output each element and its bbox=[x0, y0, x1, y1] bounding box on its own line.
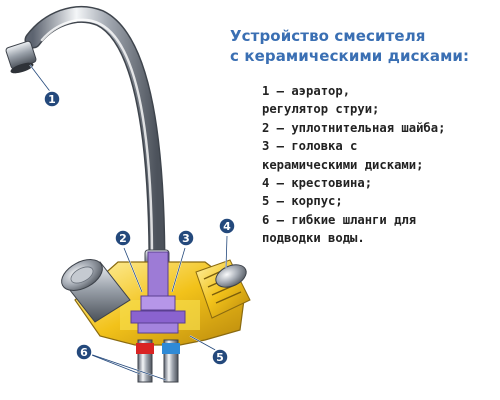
callout-3-label: 3 bbox=[182, 232, 190, 245]
callout-4-label: 4 bbox=[223, 220, 231, 233]
callout-1: 1 bbox=[43, 90, 61, 108]
callout-5-label: 5 bbox=[216, 351, 224, 364]
callout-3: 3 bbox=[177, 229, 195, 247]
flexible-hoses bbox=[136, 339, 180, 383]
leader-lines-dark bbox=[29, 64, 228, 381]
legend-line: 6 — гибкие шланги для bbox=[262, 212, 417, 227]
legend-line: керамическими дисками; bbox=[262, 157, 424, 172]
left-valve-handle bbox=[61, 259, 131, 323]
callout-6: 6 bbox=[75, 343, 93, 361]
legend-line: 4 — крестовина; bbox=[262, 176, 373, 191]
callout-4: 4 bbox=[218, 217, 236, 235]
parts-legend: 1 — аэратор, регулятор струи; 2 — уплотн… bbox=[262, 82, 498, 248]
legend-line: 1 — аэратор, bbox=[262, 84, 351, 98]
callout-5: 5 bbox=[211, 348, 229, 366]
legend-line: подводки воды. bbox=[262, 231, 365, 246]
headpiece-ceramic-discs bbox=[130, 251, 186, 334]
diagram-title-line-1: Устройство смесителя bbox=[230, 27, 426, 45]
legend-line: регулятор струи; bbox=[262, 102, 380, 117]
aerator bbox=[5, 40, 37, 74]
callout-6-label: 6 bbox=[80, 346, 88, 359]
callout-2-label: 2 bbox=[119, 232, 127, 245]
spout bbox=[24, 6, 170, 277]
legend-line: 3 — головка с bbox=[262, 139, 358, 154]
diagram-title-line-2: с керамическими дисками: bbox=[230, 47, 470, 65]
legend-line: 2 — уплотнительная шайба; bbox=[262, 120, 446, 135]
callout-1-label: 1 bbox=[48, 93, 56, 106]
callout-2: 2 bbox=[114, 229, 132, 247]
right-valve-crosspiece bbox=[195, 259, 251, 319]
legend-line: 5 — корпус; bbox=[262, 194, 343, 209]
